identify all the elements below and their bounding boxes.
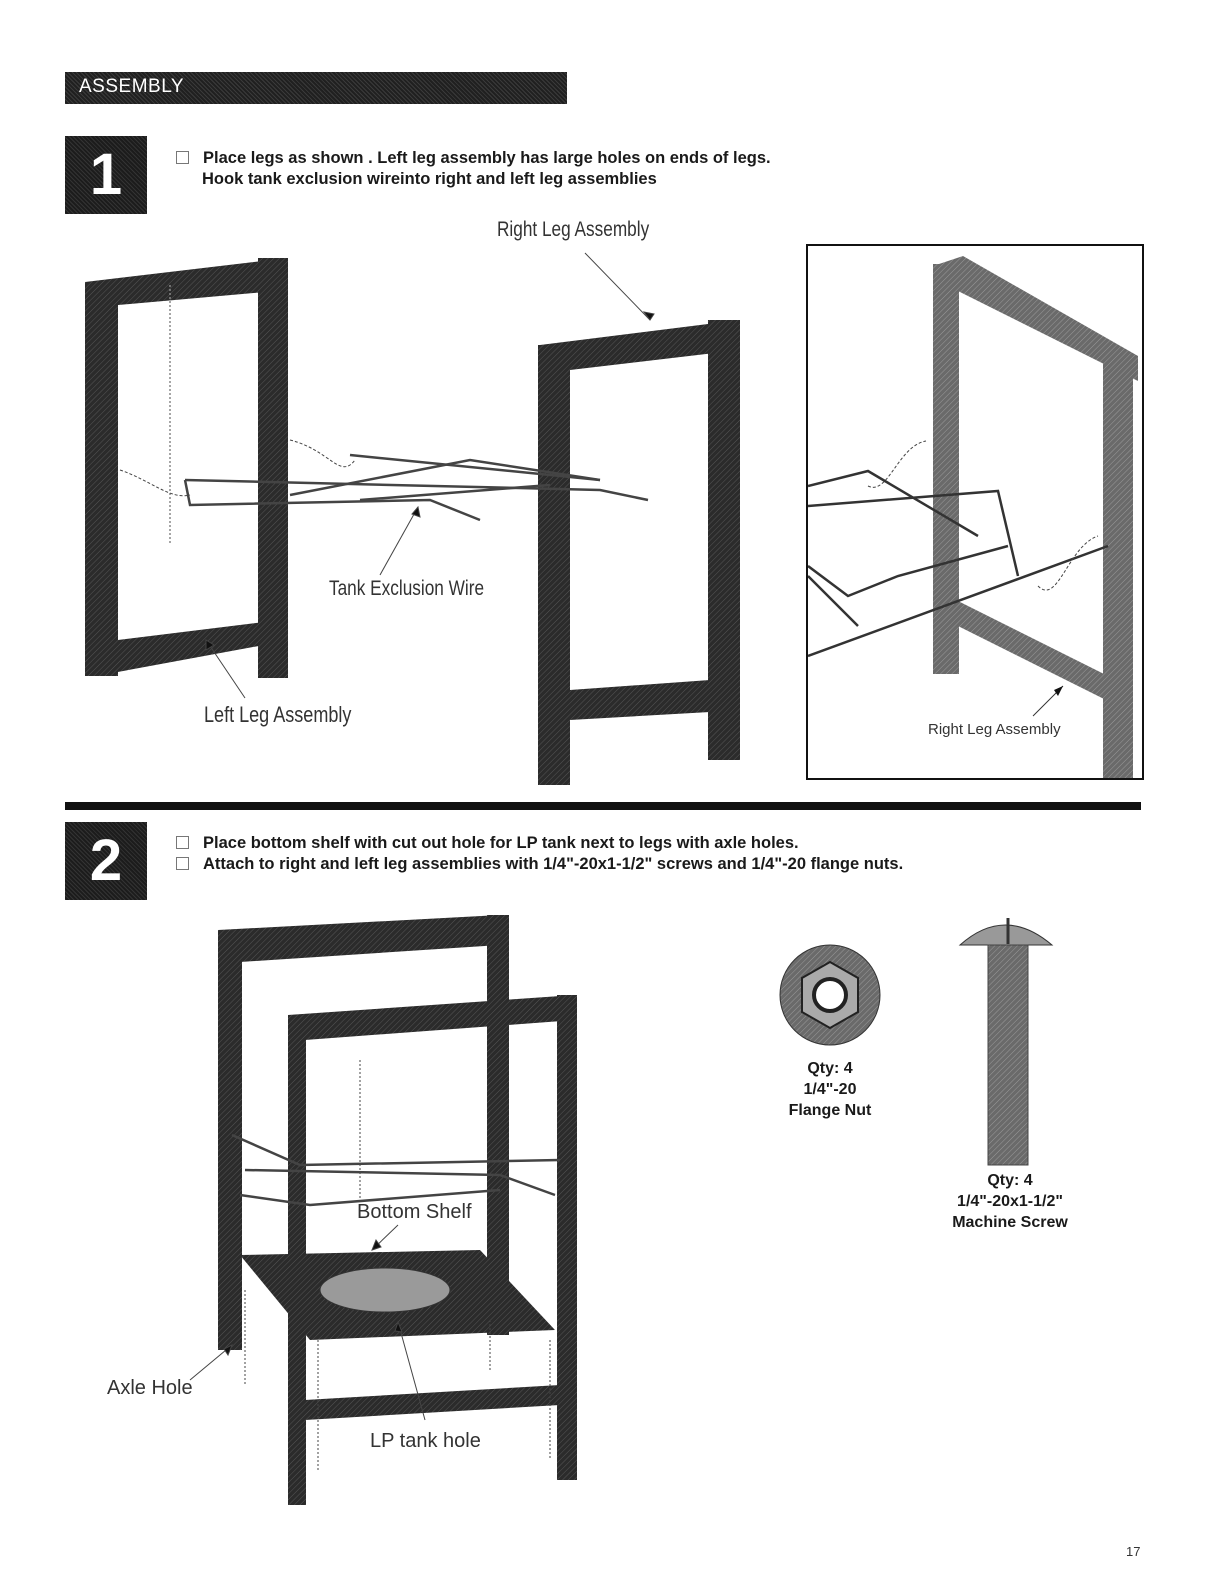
flange-nut-icon bbox=[779, 944, 881, 1046]
section-title: ASSEMBLY bbox=[79, 76, 185, 97]
checkbox-icon bbox=[176, 857, 189, 870]
flange-nut-spec: Qty: 4 1/4"-20 Flange Nut bbox=[760, 1058, 900, 1121]
machine-screw-name: Machine Screw bbox=[952, 1214, 1068, 1231]
section-divider bbox=[65, 802, 1141, 810]
left-leg-label: Left Leg Assembly bbox=[204, 702, 352, 727]
front-leg-frame bbox=[288, 995, 577, 1505]
step-2-text-1: Place bottom shelf with cut out hole for… bbox=[203, 834, 799, 852]
page-number: 17 bbox=[1126, 1544, 1141, 1559]
checkbox-icon bbox=[176, 836, 189, 849]
step-2-wire bbox=[231, 1133, 561, 1207]
right-leg-assembly bbox=[538, 320, 740, 785]
tank-wire-label: Tank Exclusion Wire bbox=[329, 577, 485, 600]
machine-screw-icon bbox=[958, 918, 1054, 1166]
machine-screw-qty: Qty: 4 bbox=[987, 1172, 1033, 1189]
right-leg-label: Right Leg Assembly bbox=[497, 218, 650, 241]
flange-nut-name: Flange Nut bbox=[788, 1102, 872, 1119]
step-2-text-2: Attach to right and left leg assemblies … bbox=[203, 855, 904, 873]
detail-inset: Right Leg Assembly bbox=[806, 244, 1144, 780]
left-leg-assembly bbox=[85, 258, 288, 678]
bottom-shelf bbox=[240, 1250, 555, 1340]
flange-nut-qty: Qty: 4 bbox=[807, 1060, 853, 1077]
step-1-text-1: Place legs as shown . Left leg assembly … bbox=[203, 149, 771, 167]
rear-leg-frame bbox=[218, 915, 509, 1350]
step-1-instruction-1: Place legs as shown . Left leg assembly … bbox=[176, 148, 771, 169]
tank-exclusion-wire bbox=[183, 453, 649, 522]
flange-nut-size: 1/4"-20 bbox=[803, 1081, 857, 1098]
step-1-instruction-2: Hook tank exclusion wireinto right and l… bbox=[202, 170, 657, 188]
section-header-bar: ASSEMBLY bbox=[65, 72, 567, 104]
step-2-instruction-2: Attach to right and left leg assemblies … bbox=[176, 854, 903, 875]
step-2-badge: 2 bbox=[65, 822, 147, 900]
step-2-instruction-1: Place bottom shelf with cut out hole for… bbox=[176, 833, 799, 854]
lp-tank-hole-label: LP tank hole bbox=[370, 1430, 481, 1452]
machine-screw-size: 1/4"-20x1-1/2" bbox=[957, 1193, 1063, 1210]
step-1-badge: 1 bbox=[65, 136, 147, 214]
bottom-shelf-label: Bottom Shelf bbox=[357, 1201, 472, 1223]
machine-screw-spec: Qty: 4 1/4"-20x1-1/2" Machine Screw bbox=[920, 1170, 1100, 1233]
step-2-leaders bbox=[189, 1060, 551, 1470]
axle-hole-label: Axle Hole bbox=[107, 1377, 193, 1399]
inset-illustration bbox=[808, 256, 1138, 778]
checkbox-icon bbox=[176, 151, 189, 164]
step-1-illustration bbox=[85, 252, 740, 785]
inset-right-leg-label: Right Leg Assembly bbox=[928, 721, 1061, 738]
leader-lines bbox=[119, 252, 655, 699]
